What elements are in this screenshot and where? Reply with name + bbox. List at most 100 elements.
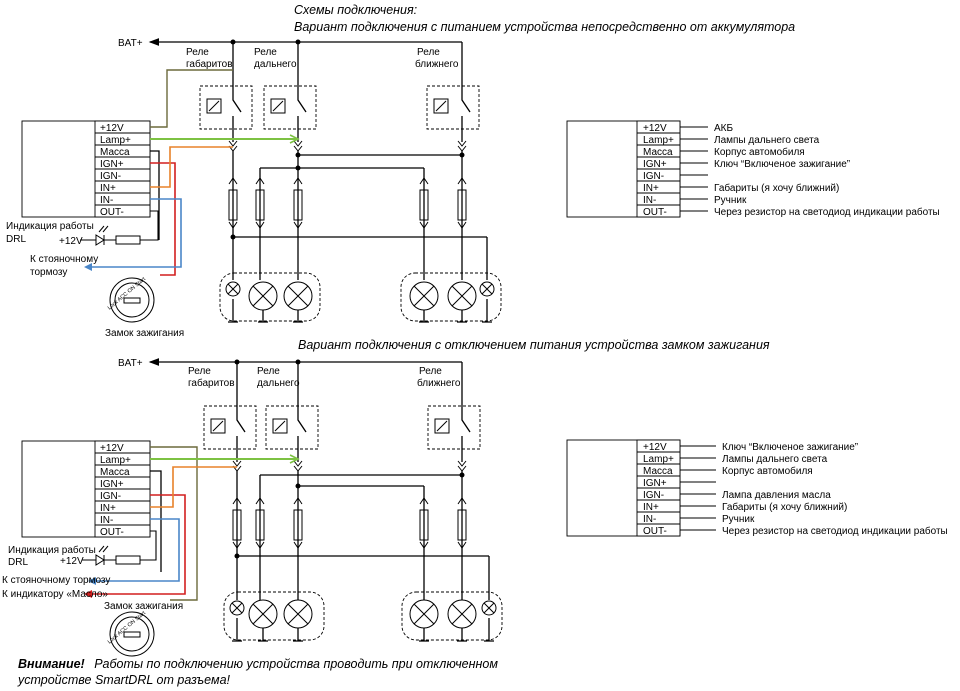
svg-text:+12V: +12V — [59, 236, 83, 247]
ignition-lock-label-bottom: Замок зажигания — [104, 601, 183, 612]
svg-text:дальнего: дальнего — [257, 378, 300, 389]
svg-text:Корпус автомобиля: Корпус автомобиля — [714, 146, 805, 158]
svg-text:IGN-: IGN- — [100, 491, 121, 502]
svg-text:Корпус автомобиля: Корпус автомобиля — [722, 465, 813, 477]
svg-text:+12V: +12V — [643, 123, 667, 134]
indication-label: Индикация работы — [6, 220, 94, 232]
relay-marker — [199, 85, 253, 130]
ignition-lock-bottom — [109, 611, 155, 657]
title-variant-ignition: Вариант подключения с отключением питани… — [298, 338, 770, 352]
svg-text:+12V: +12V — [60, 556, 84, 567]
relay-low-bottom — [427, 405, 481, 450]
svg-text:OUT-: OUT- — [643, 207, 667, 218]
svg-text:Реле: Реле — [257, 366, 280, 377]
bottom-diagram: BAT+ Реле габаритов Реле дальнего Реле б… — [2, 358, 503, 657]
title-schemes: Схемы подключения: — [294, 3, 417, 17]
svg-text:Lamp+: Lamp+ — [643, 454, 674, 465]
headlight-left-bottom — [223, 591, 325, 641]
svg-text:IGN+: IGN+ — [643, 478, 667, 489]
svg-text:IN-: IN- — [643, 514, 656, 525]
bat-label: BAT+ — [118, 38, 143, 49]
svg-text:OUT-: OUT- — [100, 527, 124, 538]
svg-text:IN+: IN+ — [643, 183, 659, 194]
title-variant-battery: Вариант подключения с питанием устройств… — [294, 20, 795, 34]
svg-text:OUT-: OUT- — [100, 207, 124, 218]
svg-text:Габариты (я хочу ближний): Габариты (я хочу ближний) — [722, 501, 847, 513]
svg-text:IN+: IN+ — [100, 183, 116, 194]
relay-label-high: Реле — [254, 47, 277, 58]
relay-high-bottom — [265, 405, 319, 450]
svg-text:Lamp+: Lamp+ — [100, 455, 131, 466]
fuses-top — [228, 177, 467, 280]
svg-text:OUT-: OUT- — [643, 526, 667, 537]
svg-text:Ручник: Ручник — [714, 195, 747, 206]
svg-text:IN-: IN- — [100, 515, 113, 526]
svg-text:DRL: DRL — [8, 557, 28, 568]
indication-label-bottom: Индикация работы — [8, 544, 96, 556]
parking-brake-label: К стояночному — [30, 254, 98, 265]
svg-text:IGN-: IGN- — [100, 171, 121, 182]
svg-text:Лампы дальнего света: Лампы дальнего света — [722, 454, 828, 465]
svg-text:Lock ACC ON Start: Lock ACC ON Start — [107, 610, 148, 645]
svg-text:Через резистор на светодиод ин: Через резистор на светодиод индикации ра… — [722, 525, 948, 537]
svg-text:Ручник: Ручник — [722, 514, 755, 525]
svg-text:DRL: DRL — [6, 234, 26, 245]
svg-text:IGN-: IGN- — [643, 171, 664, 182]
legend-bottom: +12V Lamp+ Масса IGN+ IGN- IN+ IN- OUT- … — [566, 439, 948, 537]
svg-text:дальнего: дальнего — [254, 59, 297, 70]
svg-text:+12V: +12V — [100, 443, 124, 454]
svg-text:IN-: IN- — [100, 195, 113, 206]
svg-text:IGN-: IGN- — [643, 490, 664, 501]
bat-label-bottom: BAT+ — [118, 358, 143, 369]
svg-text:Лампы дальнего света: Лампы дальнего света — [714, 135, 820, 146]
svg-text:IGN+: IGN+ — [100, 159, 124, 170]
ignition-lock-label: Замок зажигания — [105, 328, 184, 339]
svg-text:Лампа давления масла: Лампа давления масла — [722, 490, 831, 501]
svg-text:тормозу: тормозу — [30, 267, 67, 278]
lamps-bottom — [229, 599, 497, 642]
oil-indicator-label: К индикатору «Масло» — [2, 589, 108, 600]
headlight-right-bottom — [401, 591, 503, 641]
svg-text:+12V: +12V — [100, 123, 124, 134]
module-pins-top: +12V Lamp+ Масса IGN+ IGN- IN+ IN- OUT- — [95, 123, 150, 218]
top-diagram: BAT+ Реле габаритов Реле дальнего Реле б… — [6, 38, 502, 339]
svg-text:+12V: +12V — [643, 442, 667, 453]
module-pins-bottom: +12V Lamp+ Масса IGN+ IGN- IN+ IN- OUT- — [95, 443, 150, 538]
svg-text:IGN+: IGN+ — [643, 159, 667, 170]
relay-low — [426, 85, 480, 130]
svg-text:АКБ: АКБ — [714, 123, 733, 134]
svg-text:IN-: IN- — [643, 195, 656, 206]
svg-text:габаритов: габаритов — [188, 377, 235, 389]
svg-text:Реле: Реле — [188, 366, 211, 377]
svg-text:IN+: IN+ — [643, 502, 659, 513]
svg-text:Масса: Масса — [100, 467, 130, 478]
relay-label-low: Реле — [417, 47, 440, 58]
fuses-bottom — [232, 497, 467, 600]
legend-top: +12V Lamp+ Масса IGN+ IGN- IN+ IN- OUT- … — [566, 120, 940, 218]
svg-text:Масса: Масса — [643, 147, 673, 158]
svg-text:Реле: Реле — [419, 366, 442, 377]
headlight-right — [400, 272, 502, 322]
svg-text:Масса: Масса — [643, 466, 673, 477]
svg-text:Ключ “Включеное зажигание”: Ключ “Включеное зажигание” — [722, 442, 858, 453]
parking-brake-label-bottom: К стояночному тормозу — [2, 575, 110, 586]
svg-text:IN+: IN+ — [100, 503, 116, 514]
svg-text:Ключ “Включеное зажигание”: Ключ “Включеное зажигание” — [714, 159, 850, 170]
svg-text:ближнего: ближнего — [415, 58, 459, 70]
svg-text:ближнего: ближнего — [417, 377, 461, 389]
ignition-lock-top — [109, 277, 155, 323]
svg-text:Lamp+: Lamp+ — [643, 135, 674, 146]
svg-text:IGN+: IGN+ — [100, 479, 124, 490]
svg-text:устройстве SmartDRL от разъема: устройстве SmartDRL от разъема! — [17, 673, 231, 687]
svg-text:Через резистор на светодиод ин: Через резистор на светодиод индикации ра… — [714, 206, 940, 218]
svg-text:габаритов: габаритов — [186, 58, 233, 70]
svg-text:Внимание! Работы по подк: Внимание! Работы по подключению устройст… — [18, 657, 498, 671]
svg-text:Lock ACC ON Start: Lock ACC ON Start — [107, 276, 148, 311]
warning-note: Внимание! Работы по подключению устройст… — [17, 657, 498, 687]
relay-label-marker: Реле — [186, 47, 209, 58]
svg-text:Габариты (я хочу ближний): Габариты (я хочу ближний) — [714, 182, 839, 194]
relay-marker-bottom — [203, 405, 257, 450]
svg-text:Lamp+: Lamp+ — [100, 135, 131, 146]
headlight-left — [219, 272, 321, 322]
